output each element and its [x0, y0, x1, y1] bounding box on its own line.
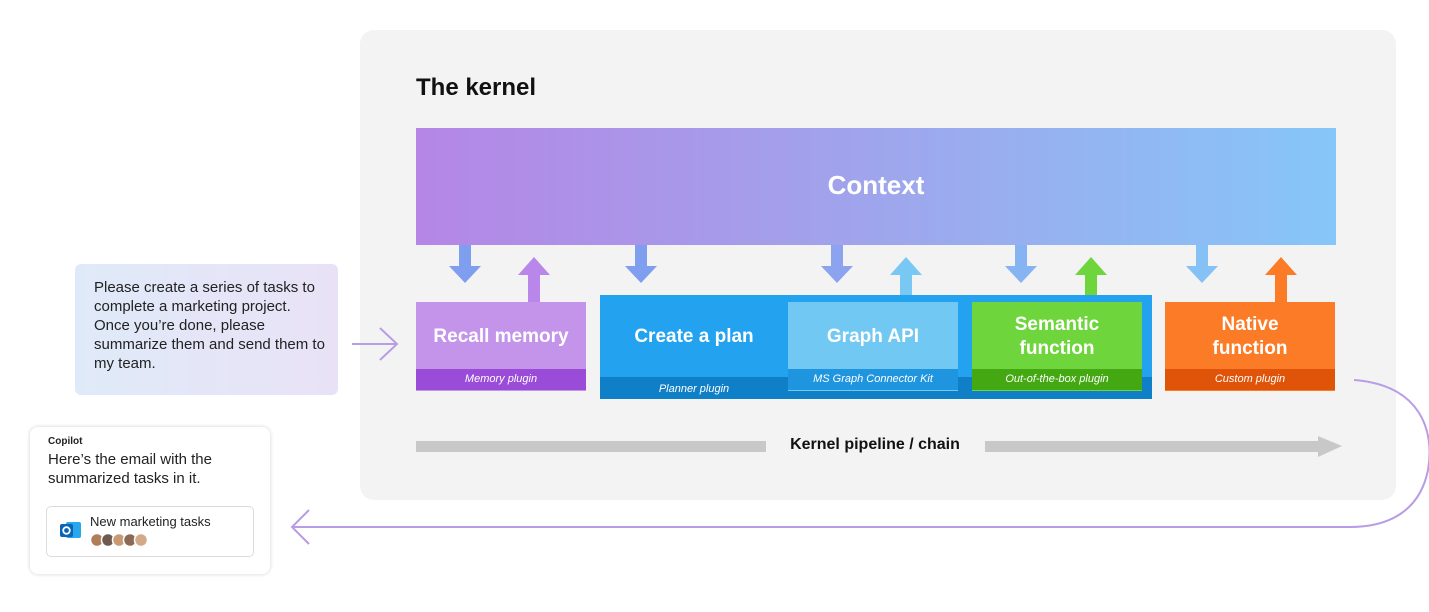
- pipeline-arrowhead: [1318, 436, 1342, 457]
- copilot-name: Copilot: [48, 436, 83, 447]
- prompt-bubble: [75, 264, 338, 395]
- outlook-icon: [60, 522, 81, 538]
- context-bar: [416, 128, 1336, 245]
- planner-plugin-label: Planner plugin: [658, 383, 730, 395]
- graph-connector-label: MS Graph Connector Kit: [788, 369, 958, 390]
- up-arrow-memory: [518, 257, 550, 302]
- pipeline-bar-left: [416, 441, 766, 452]
- return-arrowhead: [290, 509, 310, 545]
- input-arrow: [352, 327, 399, 361]
- up-arrow-semantic: [1075, 257, 1107, 302]
- copilot-message: Here’s the email with the summarized tas…: [48, 451, 212, 487]
- down-arrow-plan: [625, 245, 657, 283]
- up-arrow-native: [1265, 257, 1297, 302]
- down-arrow-semantic: [1005, 245, 1037, 283]
- create-plan-label: Create a plan: [634, 326, 754, 347]
- email-title: New marketing tasks: [90, 514, 211, 529]
- down-arrow-graph: [821, 245, 853, 283]
- graph-api-label: Graph API: [826, 326, 920, 347]
- avatar: [133, 532, 149, 548]
- down-arrow-native: [1186, 245, 1218, 283]
- out-of-box-plugin-label: Out-of-the-box plugin: [972, 369, 1142, 390]
- avatar-group: [89, 532, 149, 548]
- down-arrow-memory: [449, 245, 481, 283]
- up-arrow-graph: [890, 257, 922, 302]
- custom-plugin-label: Custom plugin: [1165, 369, 1335, 390]
- return-flow-line: [292, 379, 1429, 528]
- native-function-label: Native function: [1212, 314, 1288, 359]
- semantic-function-label: Semantic function: [1014, 314, 1100, 359]
- recall-memory-label: Recall memory: [433, 326, 569, 347]
- prompt-text: Please create a series of tasks to compl…: [94, 279, 325, 372]
- context-label: Context: [827, 170, 925, 200]
- diagram-title: The kernel: [416, 74, 537, 101]
- pipeline-bar-right: [985, 441, 1320, 452]
- memory-plugin-label: Memory plugin: [416, 369, 586, 390]
- pipeline-label: Kernel pipeline / chain: [790, 436, 960, 453]
